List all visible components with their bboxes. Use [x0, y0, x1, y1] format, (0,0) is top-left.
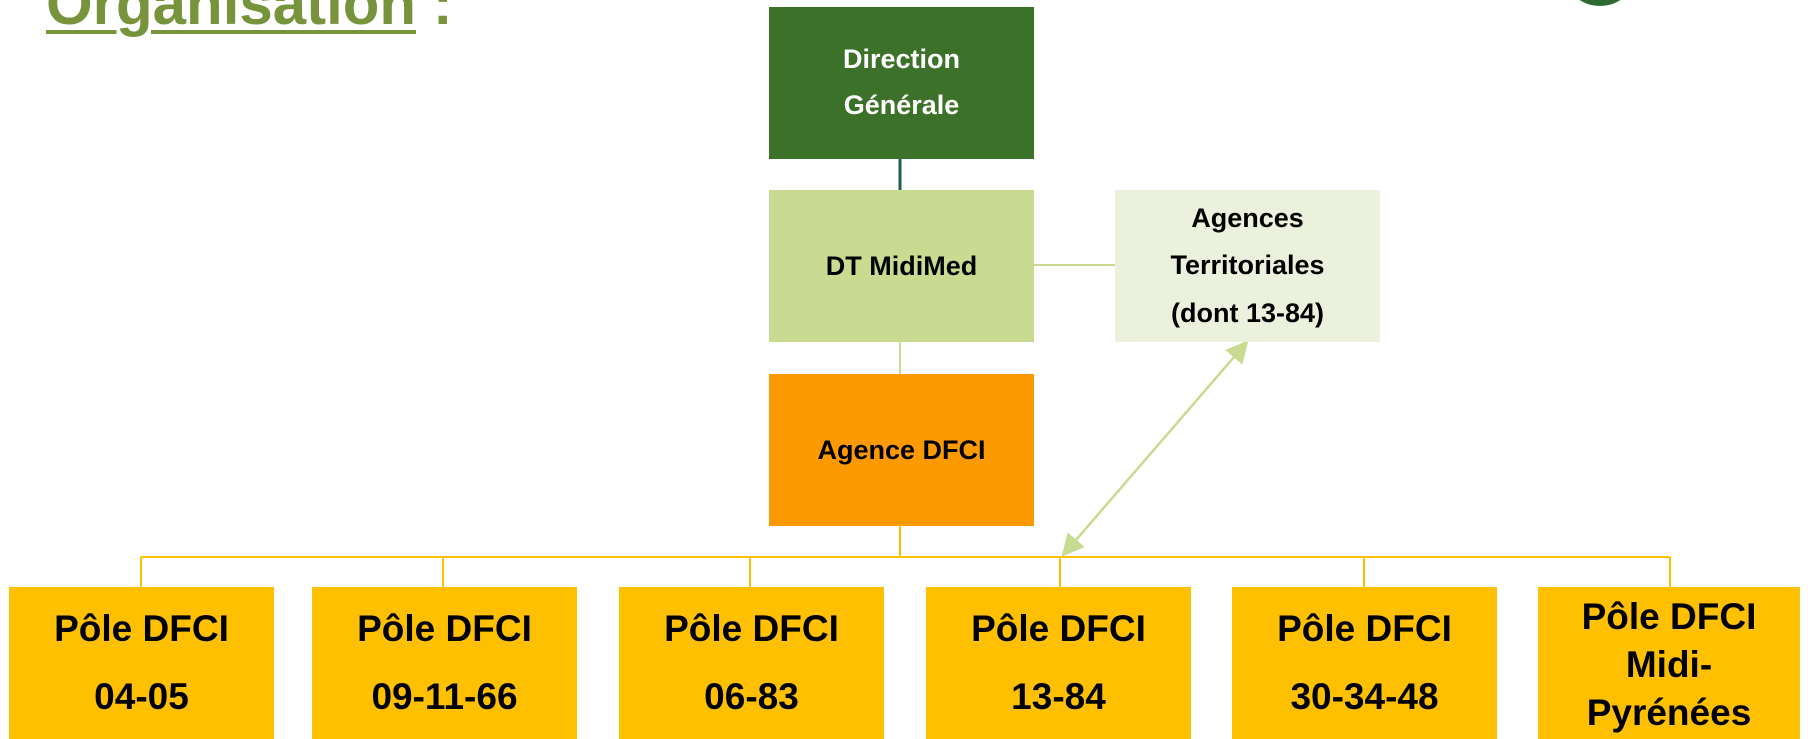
node-pole-04-05: Pôle DFCI 04-05 — [9, 587, 274, 739]
node-agences-territoriales: Agences Territoriales (dont 13-84) — [1115, 190, 1380, 342]
pole-label: Pôle DFCI — [971, 607, 1146, 649]
node-agences-line3: (dont 13-84) — [1170, 297, 1324, 328]
pole-label: Pôle DFCI — [357, 607, 532, 649]
pole-label: Pôle DFCI — [1581, 595, 1757, 637]
node-direction-generale: Direction Générale — [769, 7, 1034, 159]
pole-label: Pôle DFCI — [54, 607, 229, 649]
pole-code: 13-84 — [1011, 676, 1106, 717]
pole-code: 04-05 — [94, 676, 189, 717]
node-dt-label: DT MidiMed — [825, 250, 978, 281]
pole-code-line1: Midi- — [1625, 643, 1713, 685]
node-pole-06-83: Pôle DFCI 06-83 — [619, 587, 884, 739]
node-agences-line1: Agences — [1191, 203, 1304, 234]
node-agences-line2: Territoriales — [1170, 250, 1325, 281]
page-title: Organisation : — [46, 0, 453, 40]
logo-icon — [1562, 0, 1638, 6]
pole-label: Pôle DFCI — [664, 607, 839, 649]
node-pole-30-34-48: Pôle DFCI 30-34-48 — [1232, 587, 1497, 739]
title-word: Organisation — [46, 0, 417, 37]
node-pole-midi-pyrenees: Pôle DFCI Midi- Pyrénées — [1538, 587, 1800, 739]
node-pole-09-11-66: Pôle DFCI 09-11-66 — [312, 587, 577, 739]
node-direction-line1: Direction — [842, 44, 961, 75]
title-colon: : — [416, 0, 453, 37]
node-pole-13-84: Pôle DFCI 13-84 — [926, 587, 1191, 739]
node-direction-line2: Générale — [843, 90, 960, 120]
node-dt-midimed: DT MidiMed — [769, 190, 1034, 342]
pole-label: Pôle DFCI — [1277, 607, 1452, 649]
pole-code-line2: Pyrénées — [1586, 692, 1752, 734]
node-agence-dfci: Agence DFCI — [769, 374, 1034, 526]
double-arrow-agences-pole-13-84 — [1061, 340, 1249, 557]
pole-code: 06-83 — [704, 676, 799, 717]
pole-code: 09-11-66 — [371, 676, 518, 717]
node-agence-dfci-label: Agence DFCI — [817, 434, 986, 465]
pole-code: 30-34-48 — [1290, 676, 1439, 717]
